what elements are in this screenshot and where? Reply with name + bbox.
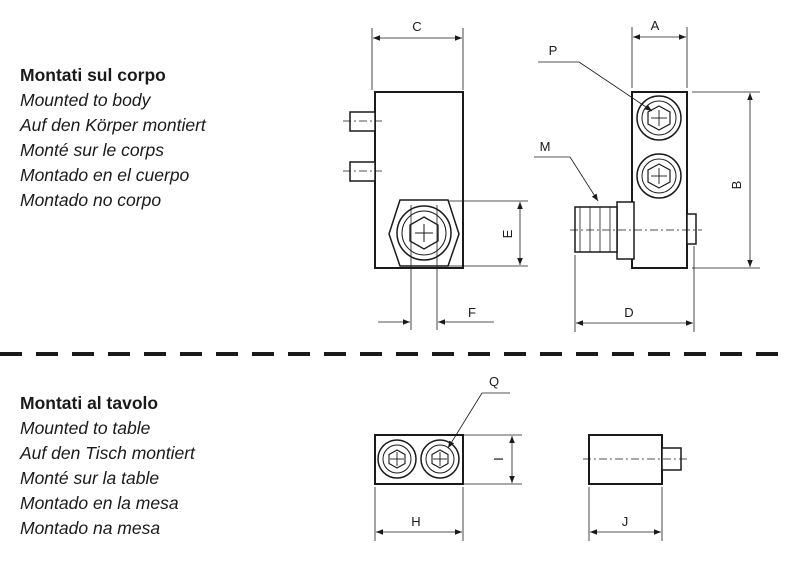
leader-q — [447, 392, 510, 449]
legend-translation-en: Mounted to body — [20, 90, 151, 110]
dimension-i — [464, 434, 522, 485]
dimension-f — [378, 205, 494, 330]
legend-translation-pt: Montado no corpo — [20, 190, 162, 210]
table-view-side — [583, 434, 687, 485]
label-i: I — [491, 457, 506, 461]
legend-translation-fr: Monté sur la table — [20, 468, 160, 488]
label-q: Q — [489, 374, 499, 389]
side-view-bolt-lower — [636, 153, 682, 199]
legend-translation-de: Auf den Tisch montiert — [20, 443, 195, 463]
label-f: F — [468, 305, 476, 320]
legend-mounted-to-table: Montati al tavolo Mounted to table Auf d… — [20, 391, 195, 541]
dimension-c — [371, 28, 464, 90]
label-h: H — [411, 514, 420, 529]
dimension-e — [448, 200, 528, 267]
legend-mounted-to-body: Montati sul corpo Mounted to body Auf de… — [20, 63, 206, 213]
label-p: P — [549, 43, 558, 58]
table-view-front — [374, 434, 464, 485]
dimension-a — [631, 27, 688, 88]
legend-translation-es: Montado en la mesa — [20, 493, 179, 513]
label-j: J — [622, 514, 629, 529]
dimension-h — [374, 487, 464, 541]
legend-translation-pt: Montado na mesa — [20, 518, 161, 538]
legend-translation-de: Auf den Körper montiert — [20, 115, 206, 135]
front-view-body — [343, 91, 464, 269]
label-e: E — [500, 229, 515, 238]
legend-title: Montati al tavolo — [20, 393, 159, 413]
legend-translation-es: Montado en el cuerpo — [20, 165, 190, 185]
side-view-bolt-upper — [636, 95, 682, 141]
dimension-d — [574, 246, 695, 332]
leader-p — [538, 61, 653, 112]
dimension-b — [692, 91, 760, 269]
leader-m — [534, 156, 599, 202]
label-b: B — [729, 181, 744, 190]
legend-translation-en: Mounted to table — [20, 418, 151, 438]
front-view-fitting — [388, 199, 460, 267]
side-view-body — [570, 91, 702, 269]
label-m: M — [540, 139, 551, 154]
label-d: D — [624, 305, 633, 320]
dimension-j — [588, 487, 663, 541]
label-a: A — [651, 18, 660, 33]
legend-translation-fr: Monté sur le corps — [20, 140, 164, 160]
legend-title: Montati sul corpo — [20, 65, 166, 85]
label-c: C — [412, 19, 421, 34]
